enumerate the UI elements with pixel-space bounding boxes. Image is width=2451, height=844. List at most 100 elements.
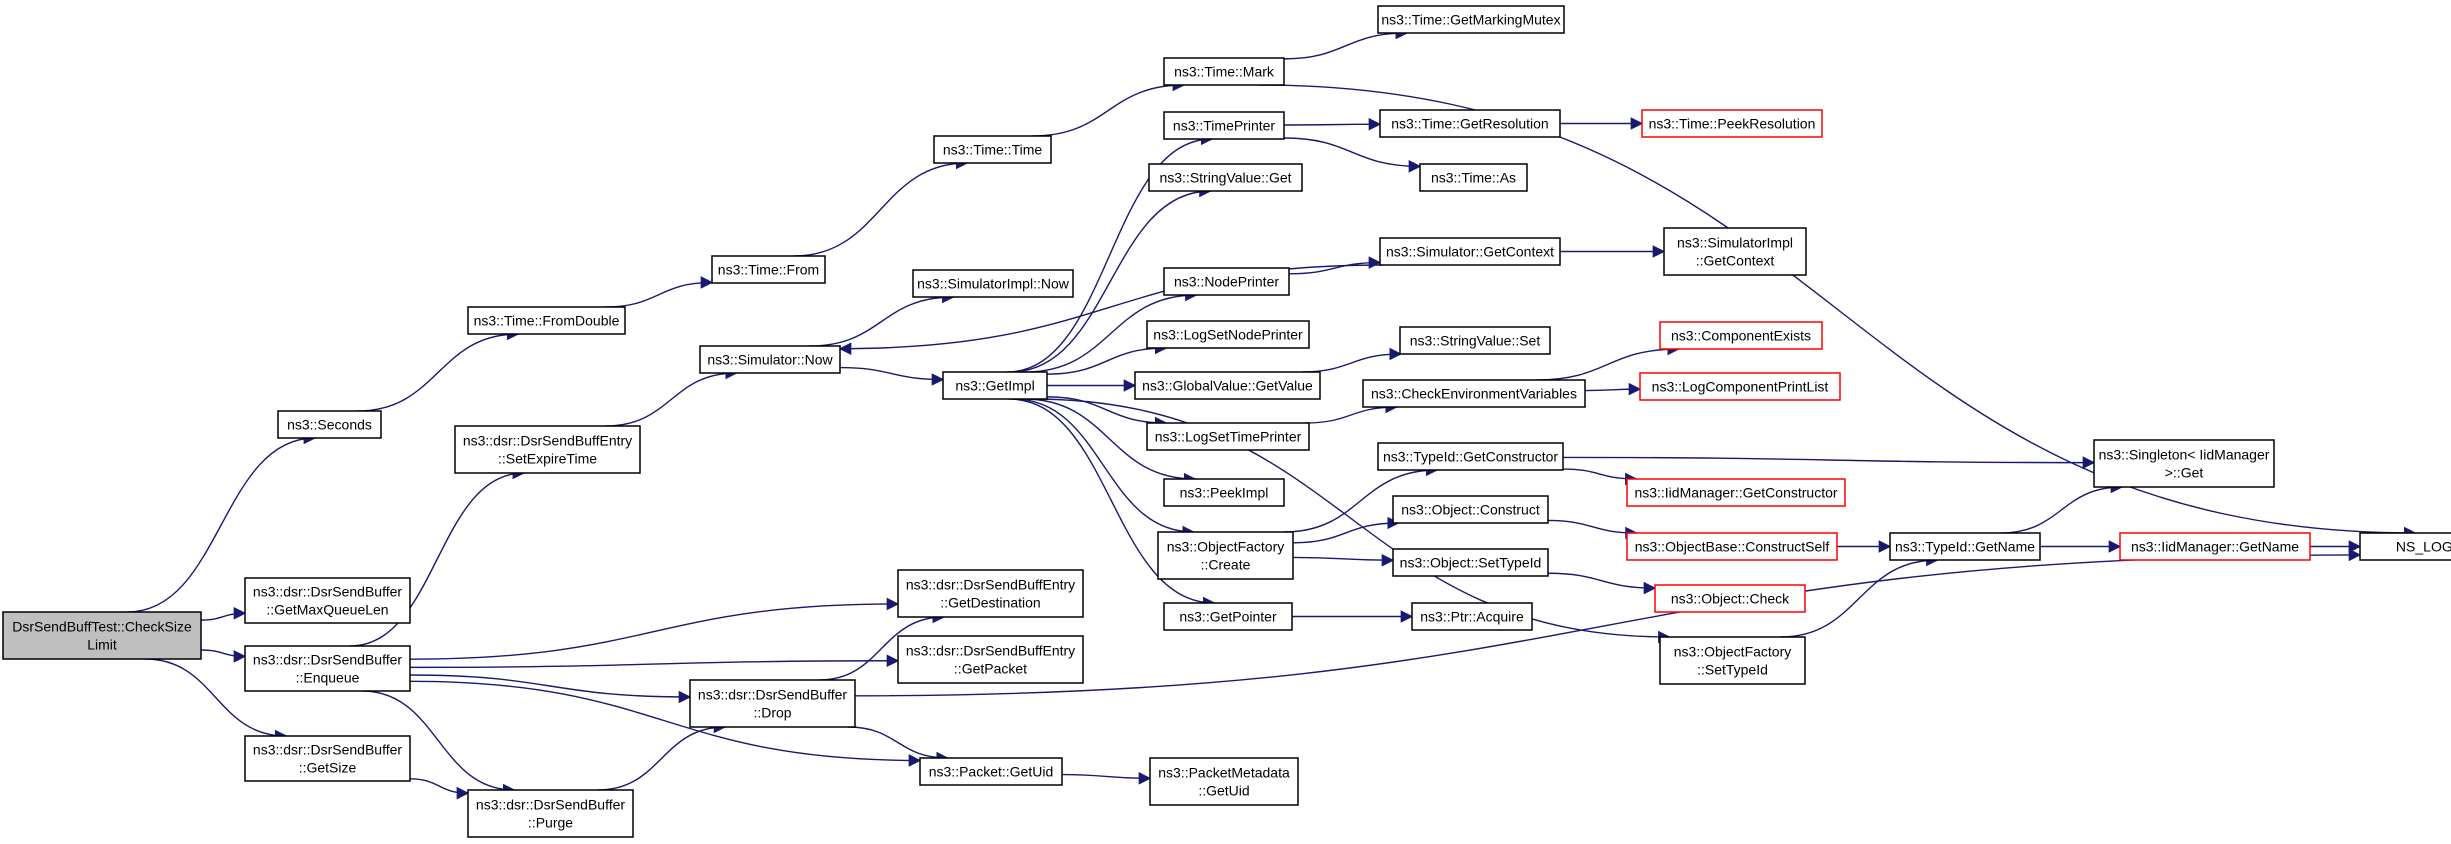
node-nslog[interactable]: NS_LOG_LOGIC <box>2359 532 2451 561</box>
node-getsize[interactable]: ns3::dsr::DsrSendBuffer::GetSize <box>244 735 411 782</box>
node-timetime[interactable]: ns3::Time::Time <box>933 135 1052 164</box>
edge-root-to-getmaxqueuelen <box>200 607 247 621</box>
node-typeidgetconstructor[interactable]: ns3::TypeId::GetConstructor <box>1377 442 1564 471</box>
node-label: ::SetExpireTime <box>498 451 597 467</box>
node-peekresolution[interactable]: ns3::Time::PeekResolution <box>1641 109 1823 138</box>
node-label: ns3::Time::Time <box>943 142 1043 158</box>
node-peekimpl[interactable]: ns3::PeekImpl <box>1163 478 1285 507</box>
node-box <box>1149 757 1299 806</box>
node-enqueue[interactable]: ns3::dsr::DsrSendBuffer::Enqueue <box>244 645 411 692</box>
edge-simnow-to-getimpl <box>839 366 945 386</box>
edge-setexpiretime-to-simnow <box>605 366 738 427</box>
node-getimpl[interactable]: ns3::GetImpl <box>942 371 1048 400</box>
node-box <box>1392 495 1549 524</box>
node-fromdouble[interactable]: ns3::Time::FromDouble <box>467 306 626 335</box>
node-box <box>1362 379 1586 408</box>
node-objectfactorysettypeid[interactable]: ns3::ObjectFactory::SetTypeId <box>1659 636 1806 685</box>
node-label: ns3::Time::Mark <box>1174 64 1275 80</box>
node-logsetnodeprinter[interactable]: ns3::LogSetNodePrinter <box>1146 320 1310 349</box>
node-logsettimeprinter[interactable]: ns3::LogSetTimePrinter <box>1146 422 1310 451</box>
node-simimplnow[interactable]: ns3::SimulatorImpl::Now <box>912 269 1074 298</box>
node-timefrom[interactable]: ns3::Time::From <box>711 255 826 284</box>
node-ptracquire[interactable]: ns3::Ptr::Acquire <box>1411 602 1533 631</box>
node-getpacket[interactable]: ns3::dsr::DsrSendBuffEntry::GetPacket <box>897 635 1084 684</box>
edge-enqueue-to-drop <box>409 674 692 704</box>
node-getresolution[interactable]: ns3::Time::GetResolution <box>1379 109 1561 138</box>
node-box <box>1392 548 1549 577</box>
node-singletonget[interactable]: ns3::Singleton< IidManager >::Get <box>2093 439 2275 488</box>
node-box <box>1134 371 1321 400</box>
node-box <box>1889 532 2041 561</box>
node-box <box>1654 584 1806 613</box>
edge-drop-to-packetgetuid <box>848 726 949 765</box>
node-objectcheck[interactable]: ns3::Object::Check <box>1654 584 1806 613</box>
edge-objectconstruct-to-objectbaseconstructself <box>1547 519 1638 540</box>
node-box <box>1146 320 1310 349</box>
node-checkenvvars[interactable]: ns3::CheckEnvironmentVariables <box>1362 379 1586 408</box>
node-label: ns3::ObjectBase::ConstructSelf <box>1635 539 1830 555</box>
node-iidmanagergetconstructor[interactable]: ns3::IidManager::GetConstructor <box>1626 478 1846 507</box>
edge-getimpl-to-logsettimeprinter <box>1046 396 1168 430</box>
node-label: ns3::Time::As <box>1431 170 1516 186</box>
node-drop[interactable]: ns3::dsr::DsrSendBuffer::Drop <box>689 679 856 728</box>
node-label: ns3::PacketMetadata <box>1158 765 1290 781</box>
node-timeas[interactable]: ns3::Time::As <box>1419 163 1528 192</box>
node-label: ns3::SimulatorImpl <box>1677 235 1793 251</box>
node-box <box>1379 109 1561 138</box>
node-label: ns3::Object::Check <box>1671 591 1790 607</box>
node-label: ns3::ObjectFactory <box>1674 644 1792 660</box>
node-label: ns3::TypeId::GetName <box>1895 539 2035 555</box>
node-packetmetadatagetuid[interactable]: ns3::PacketMetadata::GetUid <box>1149 757 1299 806</box>
edge-getimpl-to-timeprinter <box>1006 132 1214 373</box>
node-label: ns3::LogSetTimePrinter <box>1155 429 1302 445</box>
node-box <box>1148 163 1303 192</box>
node-componentexists[interactable]: ns3::ComponentExists <box>1659 321 1823 350</box>
node-objectsettypeid[interactable]: ns3::Object::SetTypeId <box>1392 548 1549 577</box>
node-box <box>1163 602 1293 631</box>
node-objectconstruct[interactable]: ns3::Object::Construct <box>1392 495 1549 524</box>
node-iidmanagergetname[interactable]: ns3::IidManager::GetName <box>2119 532 2311 561</box>
edge-objectfactorycreate-to-objectconstruct <box>1292 516 1400 544</box>
edge-enqueue-to-getdestination <box>409 597 900 660</box>
node-objectfactorycreate[interactable]: ns3::ObjectFactory::Create <box>1157 531 1294 580</box>
node-nodeprinter[interactable]: ns3::NodePrinter <box>1163 267 1290 296</box>
node-label: >::Get <box>2165 465 2204 481</box>
edge-objectsettypeid-to-objectcheck <box>1547 572 1657 595</box>
node-globalvaluegetvalue[interactable]: ns3::GlobalValue::GetValue <box>1134 371 1321 400</box>
node-getmarkingmutex[interactable]: ns3::Time::GetMarkingMutex <box>1377 5 1565 34</box>
node-getpointer[interactable]: ns3::GetPointer <box>1163 602 1293 631</box>
node-packetgetuid[interactable]: ns3::Packet::GetUid <box>919 757 1063 786</box>
node-objectbaseconstructself[interactable]: ns3::ObjectBase::ConstructSelf <box>1626 532 1838 561</box>
node-label: ns3::ComponentExists <box>1671 328 1811 344</box>
node-box <box>2119 532 2311 561</box>
node-label: ns3::Time::FromDouble <box>474 313 620 329</box>
node-label: ns3::dsr::DsrSendBuffer <box>253 652 402 668</box>
node-label: ns3::TypeId::GetConstructor <box>1383 449 1558 465</box>
node-label: ::GetMaxQueueLen <box>266 602 388 618</box>
node-purge[interactable]: ns3::dsr::DsrSendBuffer::Purge <box>467 789 634 838</box>
node-box <box>1399 326 1551 355</box>
node-stringvalueget[interactable]: ns3::StringValue::Get <box>1148 163 1303 192</box>
node-timemark[interactable]: ns3::Time::Mark <box>1163 57 1285 86</box>
node-simnow[interactable]: ns3::Simulator::Now <box>699 345 841 374</box>
node-getdestination[interactable]: ns3::dsr::DsrSendBuffEntry::GetDestinati… <box>897 569 1084 618</box>
node-label: ns3::Singleton< IidManager <box>2099 447 2270 463</box>
node-stringvalueset[interactable]: ns3::StringValue::Set <box>1399 326 1551 355</box>
node-label: Limit <box>87 637 117 653</box>
node-timeprinter[interactable]: ns3::TimePrinter <box>1163 111 1285 140</box>
node-box <box>933 135 1052 164</box>
node-seconds[interactable]: ns3::Seconds <box>277 410 382 439</box>
node-logcomponentprintlist[interactable]: ns3::LogComponentPrintList <box>1639 372 1841 401</box>
node-getmaxqueuelen[interactable]: ns3::dsr::DsrSendBuffer::GetMaxQueueLen <box>244 577 411 624</box>
node-simimplgetcontext[interactable]: ns3::SimulatorImpl::GetContext <box>1663 227 1807 276</box>
node-label: ns3::Seconds <box>287 417 372 433</box>
node-typeidgetname[interactable]: ns3::TypeId::GetName <box>1889 532 2041 561</box>
edge-nodeprinter-to-simgetcontext <box>1288 256 1382 275</box>
edge-typeidgetname-to-singletonget <box>2000 480 2124 534</box>
node-setexpiretime[interactable]: ns3::dsr::DsrSendBuffEntry::SetExpireTim… <box>454 425 641 474</box>
edge-checkenvvars-to-logcomponentprintlist <box>1584 382 1642 396</box>
node-simgetcontext[interactable]: ns3::Simulator::GetContext <box>1379 237 1561 266</box>
node-label: ::GetSize <box>299 760 357 776</box>
